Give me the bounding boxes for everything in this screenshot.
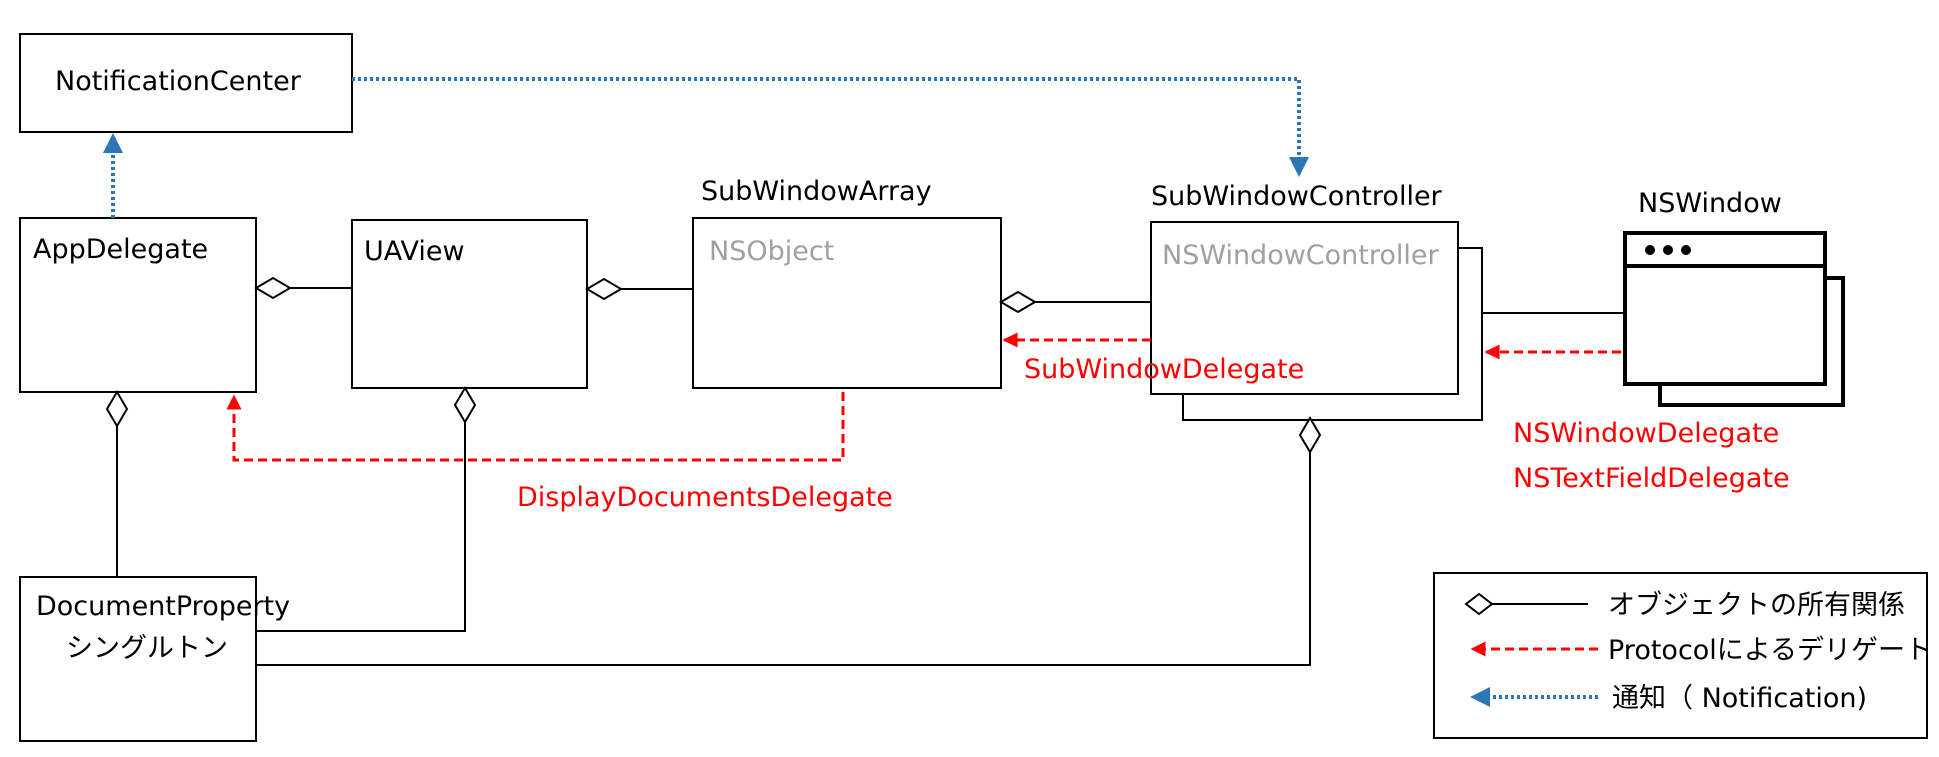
- app-delegate-label: AppDelegate: [33, 234, 208, 265]
- legend-notification-row: 通知（ Notification): [1470, 683, 1867, 714]
- notification-center-box: [19, 33, 353, 133]
- ns-window-delegate-label: NSWindowDelegate: [1513, 418, 1779, 449]
- ownership-sub-window-array-to-ua-view: [585, 277, 693, 301]
- sub-window-controller-base-label: NSWindowController: [1162, 240, 1440, 271]
- ua-view-label: UAView: [364, 236, 465, 267]
- sub-window-delegate-label: SubWindowDelegate: [1024, 354, 1304, 385]
- ownership-ua-view-to-app-delegate: [254, 276, 352, 300]
- sub-window-controller-label: SubWindowController: [1151, 181, 1443, 212]
- document-property-note: シングルトン: [66, 633, 228, 664]
- sub-window-array-box: [692, 217, 1002, 389]
- ns-window-label: NSWindow: [1638, 188, 1782, 219]
- legend-notification-label: 通知（ Notification): [1612, 683, 1867, 714]
- document-property-box: [19, 576, 257, 742]
- legend-ownership-row: オブジェクトの所有関係: [1464, 590, 1905, 621]
- legend: オブジェクトの所有関係 Protocolによるデリゲート 通知（ Notific…: [1433, 572, 1932, 739]
- ownership-document-property-to-controller: [256, 416, 1322, 666]
- ownership-sub-window-controller-to-array: [999, 290, 1151, 314]
- legend-ownership-label: オブジェクトの所有関係: [1608, 590, 1905, 621]
- ownership-document-property-to-app-delegate: [105, 390, 129, 577]
- legend-box: [1433, 572, 1928, 739]
- legend-delegate-row: Protocolによるデリゲート: [1470, 635, 1932, 666]
- display-documents-delegate-label: DisplayDocumentsDelegate: [517, 482, 893, 513]
- document-property-label: DocumentProperty: [36, 591, 290, 622]
- legend-delegate-label: Protocolによるデリゲート: [1608, 635, 1932, 666]
- delegate-array-to-app-delegate: [226, 392, 845, 462]
- notification-center-label: NotificationCenter: [55, 66, 302, 97]
- ua-view-box: [351, 219, 588, 389]
- ns-text-field-delegate-label: NSTextFieldDelegate: [1513, 463, 1790, 494]
- sub-window-array-label: SubWindowArray: [701, 176, 932, 207]
- sub-window-array-base-label: NSObject: [709, 236, 834, 267]
- ownership-document-property-to-ua-view: [256, 386, 477, 632]
- ns-window-icon: [1623, 231, 1845, 407]
- sub-window-controller-box: [1150, 221, 1459, 395]
- notification-center-to-controller: [352, 77, 1309, 177]
- app-delegate-box: [19, 217, 257, 393]
